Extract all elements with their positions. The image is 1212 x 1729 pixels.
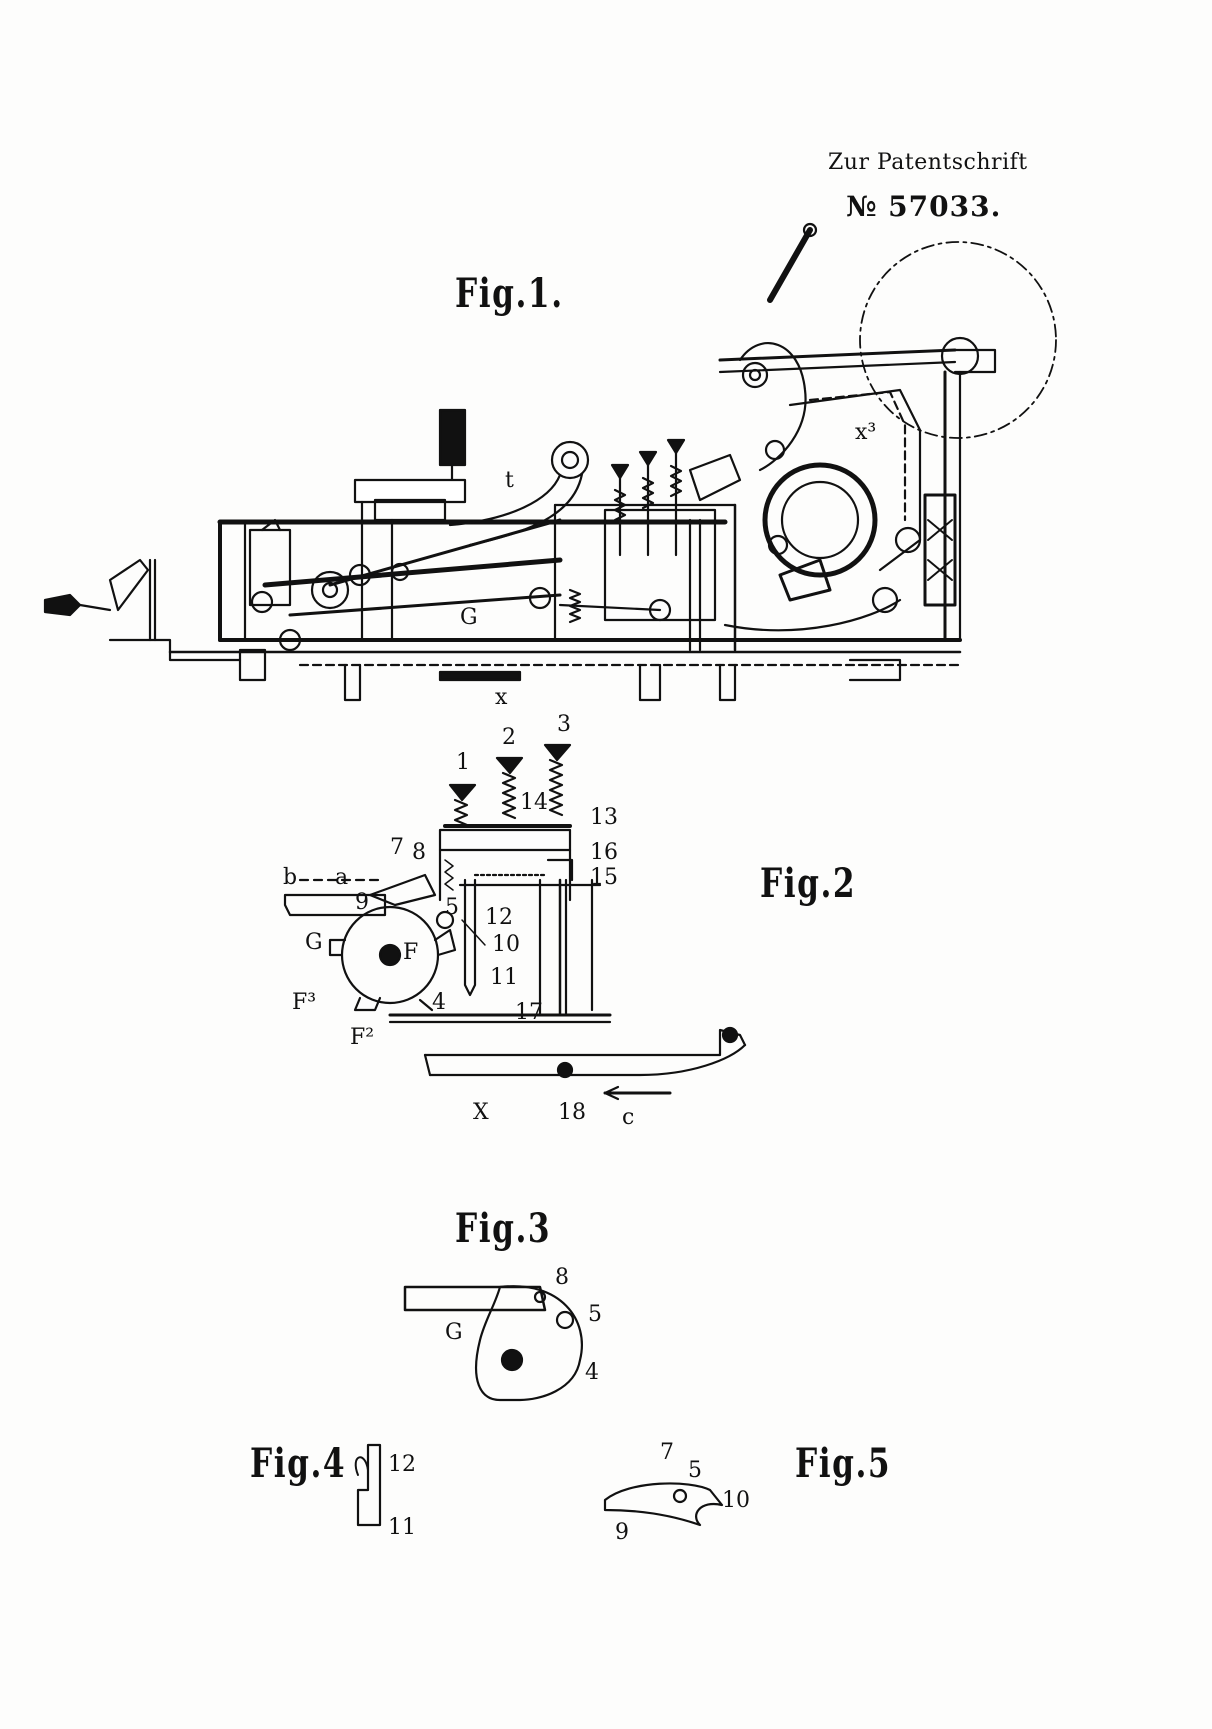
fig2-part-1: 1 <box>456 750 470 775</box>
fig2-part-a: a <box>335 865 349 890</box>
fig3-part-5: 5 <box>588 1302 602 1327</box>
fig2-part-2: 2 <box>502 725 516 750</box>
fig1-part-x3: x³ <box>855 420 877 445</box>
fig3-part-8: 8 <box>555 1265 569 1290</box>
fig2-part-10: 10 <box>492 932 520 957</box>
fig1-part-x: x <box>495 685 508 710</box>
fig2-part-f: F <box>403 940 419 965</box>
fig2-part-7: 7 <box>390 835 404 860</box>
fig5-part-5: 5 <box>688 1458 702 1483</box>
fig2-part-f3: F³ <box>292 990 317 1015</box>
fig2-part-f2: F² <box>350 1025 375 1050</box>
fig2-part-b: b <box>283 865 298 890</box>
fig2-part-9: 9 <box>355 890 369 915</box>
fig2-part-13: 13 <box>590 805 618 830</box>
fig2-drawing <box>283 743 747 1101</box>
fig5-part-9: 9 <box>615 1520 629 1545</box>
fig1-part-t: t <box>505 468 514 493</box>
fig5-drawing <box>603 1482 724 1527</box>
fig2-part-15: 15 <box>590 865 618 890</box>
fig3-part-g: G <box>445 1320 463 1345</box>
fig2-part-c: c <box>622 1105 635 1130</box>
fig2-part-3: 3 <box>557 712 571 737</box>
fig2-part-4: 4 <box>432 990 446 1015</box>
fig3-part-4: 4 <box>585 1360 599 1385</box>
fig4-part-12: 12 <box>388 1452 416 1477</box>
fig1-label: Fig.1. <box>455 270 564 317</box>
fig2-part-17: 17 <box>515 1000 543 1025</box>
fig1-machine-drawing <box>43 222 1057 702</box>
fig5-part-7: 7 <box>660 1440 674 1465</box>
fig3-label: Fig.3 <box>455 1205 552 1252</box>
fig2-part-16: 16 <box>590 840 618 865</box>
fig2-part-g: G <box>305 930 323 955</box>
fig4-drawing <box>354 1443 382 1527</box>
fig5-label: Fig.5 <box>795 1440 892 1487</box>
fig2-part-8: 8 <box>412 840 426 865</box>
patent-number: № 57033. <box>846 190 1002 223</box>
fig2-part-5: 5 <box>445 895 459 920</box>
patent-reference-line: Zur Patentschrift <box>828 150 1028 175</box>
fig2-part-18: 18 <box>558 1100 586 1125</box>
fig4-label: Fig.4 <box>250 1440 347 1487</box>
fig2-label: Fig.2 <box>760 860 857 907</box>
fig2-part-14: 14 <box>520 790 548 815</box>
fig3-drawing <box>403 1285 583 1402</box>
fig4-part-11: 11 <box>388 1515 416 1540</box>
fig2-part-11: 11 <box>490 965 518 990</box>
fig5-part-10: 10 <box>722 1488 750 1513</box>
fig1-part-g: G <box>460 605 478 630</box>
fig2-part-x: X <box>473 1100 489 1125</box>
fig2-part-12: 12 <box>485 905 513 930</box>
